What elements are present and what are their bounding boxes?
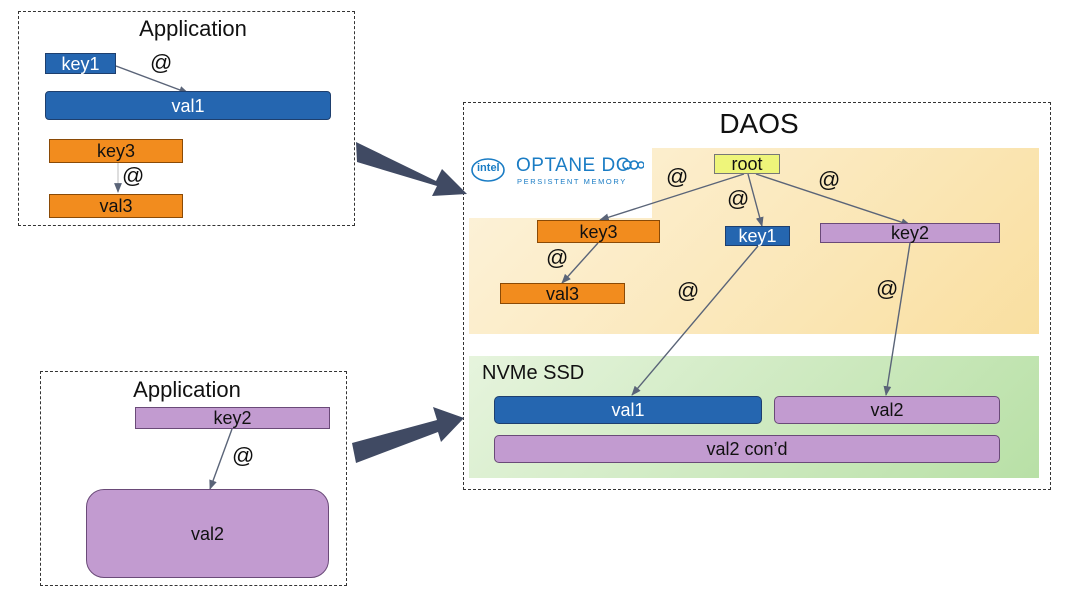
- app-key2-box: key2: [135, 407, 330, 429]
- daos-at-key1: @: [677, 278, 700, 303]
- daos-at-key2: @: [876, 276, 899, 301]
- daos-key1-box: key1: [725, 226, 790, 246]
- app-val2-box: val2: [86, 489, 329, 578]
- app-key1-box: key1: [45, 53, 116, 74]
- intel-brand-text: intel: [477, 162, 500, 174]
- app-val1-box: val1: [45, 91, 331, 120]
- app-at-label-1: @: [150, 50, 173, 75]
- intel-logo-icon: [471, 158, 505, 182]
- pmem-logo-area: [469, 148, 652, 218]
- big-arrow-top: [356, 142, 467, 196]
- bottom-application-title: Application: [133, 377, 241, 402]
- daos-at-root-mid: @: [727, 186, 750, 211]
- arrow-key3-val3-daos: [561, 242, 599, 284]
- app-at-label-2: @: [122, 163, 145, 188]
- arrow-key1-val1: [115, 65, 189, 94]
- daos-val3-box: val3: [500, 283, 625, 304]
- top-application-title: Application: [139, 16, 247, 41]
- ssd-val1-box: val1: [494, 396, 762, 424]
- arrow-root-key2: [755, 173, 911, 226]
- daos-at-root-left: @: [666, 164, 689, 189]
- optane-product-text: OPTANE DC: [516, 155, 630, 176]
- arrow-root-key1: [747, 173, 764, 227]
- daos-frame: [463, 102, 1051, 490]
- daos-at-root-right: @: [818, 167, 841, 192]
- big-arrow-bottom: [352, 407, 464, 463]
- daos-at-key3: @: [546, 245, 569, 270]
- daos-root-box: root: [714, 154, 780, 174]
- daos-key3-box: key3: [537, 220, 660, 243]
- optane-chevrons-icon: [622, 160, 644, 170]
- intel-optane-logo: intel OPTANE DC PERSISTENT MEMORY: [470, 153, 650, 189]
- top-application-frame: [18, 11, 355, 226]
- ssd-val2-box: val2: [774, 396, 1000, 424]
- nvme-ssd-title: NVMe SSD: [482, 362, 585, 384]
- app-val3-box: val3: [49, 194, 183, 218]
- ssd-val2-cont-box: val2 con’d: [494, 435, 1000, 463]
- app-key3-box: key3: [49, 139, 183, 163]
- app-at-label-3: @: [232, 443, 255, 468]
- arrow-root-key3: [599, 173, 745, 222]
- optane-subtitle-text: PERSISTENT MEMORY: [517, 177, 627, 186]
- arrow-key2-ssd-val2: [883, 242, 911, 396]
- daos-key2-box: key2: [820, 223, 1000, 243]
- daos-title: DAOS: [719, 108, 799, 139]
- arrow-key2-val2: [209, 428, 233, 490]
- arrow-key1-ssd-val1: [631, 245, 759, 396]
- bottom-application-frame: [40, 371, 347, 586]
